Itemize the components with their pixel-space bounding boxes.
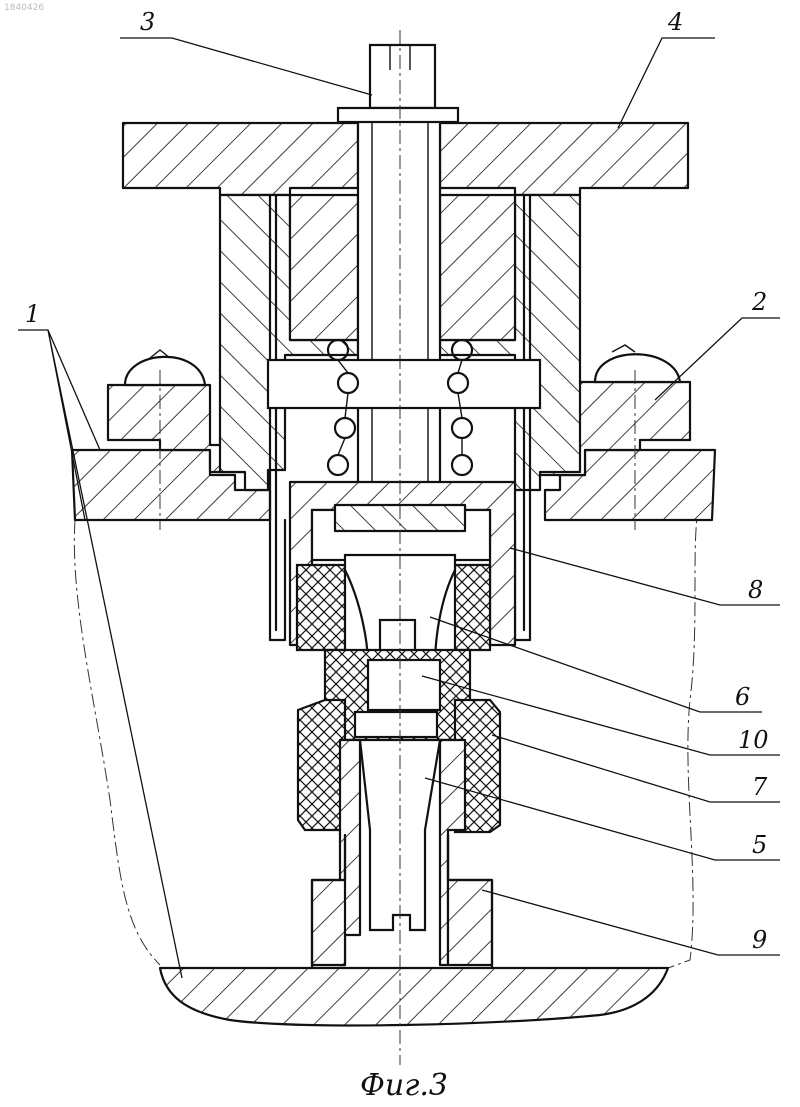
adjuster-ring bbox=[355, 712, 437, 737]
right-bolt-head bbox=[595, 354, 680, 382]
callout-3: 3 bbox=[120, 8, 372, 95]
top-plate bbox=[123, 123, 358, 195]
callout-4: 4 bbox=[618, 8, 715, 128]
nut-left bbox=[298, 700, 345, 830]
callout-8: 8 bbox=[510, 548, 780, 605]
top-plate-right bbox=[440, 123, 688, 195]
label-6: 6 bbox=[735, 683, 750, 711]
base-plate bbox=[160, 968, 668, 1025]
label-4: 4 bbox=[667, 8, 683, 36]
label-7: 7 bbox=[752, 773, 768, 801]
lower-body-right bbox=[448, 835, 492, 965]
callout-9: 9 bbox=[482, 890, 780, 955]
callout-7: 7 bbox=[492, 735, 780, 802]
left-body-inner bbox=[290, 195, 358, 340]
liner-right bbox=[455, 565, 490, 650]
right-body-inner bbox=[440, 195, 515, 340]
shaft-top-screw bbox=[370, 45, 435, 108]
label-1: 1 bbox=[25, 300, 40, 328]
shaft-washer bbox=[338, 108, 458, 122]
label-9: 9 bbox=[752, 926, 767, 954]
label-5: 5 bbox=[752, 831, 767, 859]
figure-caption: Фиг.3 bbox=[360, 1068, 448, 1103]
label-3: 3 bbox=[140, 8, 155, 36]
liner-left bbox=[297, 565, 345, 650]
label-2: 2 bbox=[751, 288, 767, 316]
spring-collar bbox=[268, 360, 540, 408]
label-8: 8 bbox=[748, 576, 763, 604]
corner-id: 1840426 bbox=[4, 3, 44, 13]
label-10: 10 bbox=[738, 726, 769, 754]
adjuster-inner bbox=[368, 660, 440, 710]
left-bolt-head bbox=[125, 357, 205, 385]
callout-2: 2 bbox=[655, 288, 780, 400]
